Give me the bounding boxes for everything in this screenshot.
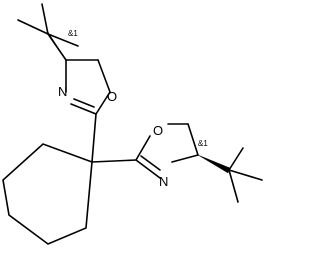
nitrogen-label-lower: N <box>159 174 168 189</box>
cycloheptane-ring <box>2 143 93 245</box>
bond <box>73 98 95 108</box>
bond <box>70 103 97 115</box>
bond <box>171 154 199 163</box>
nitrogen-label-upper: N <box>58 84 67 99</box>
stereo-label-lower: &1 <box>198 139 208 148</box>
bond <box>228 169 239 203</box>
bond <box>91 113 97 163</box>
oxygen-label-lower: O <box>153 123 163 138</box>
ring-outline <box>2 143 93 245</box>
oxygen-label-upper: O <box>107 89 117 104</box>
chemical-structure: N O O N &1 &1 <box>2 3 263 245</box>
bond <box>228 169 263 181</box>
bond <box>140 155 161 171</box>
bond <box>95 91 111 115</box>
upper-oxazoline-ring <box>47 31 111 163</box>
bond <box>47 33 79 47</box>
bond <box>17 19 49 35</box>
bond <box>135 159 161 179</box>
bond <box>91 159 137 163</box>
bond <box>41 3 49 35</box>
lower-tert-butyl-group <box>197 147 263 203</box>
bond <box>97 59 111 93</box>
bond <box>135 135 151 161</box>
lower-oxazoline-ring <box>91 123 199 179</box>
bond <box>228 147 244 171</box>
wedge-bond <box>197 154 231 174</box>
stereo-label-upper: &1 <box>68 29 78 38</box>
bond <box>187 123 199 156</box>
wedge-bond <box>47 31 67 61</box>
